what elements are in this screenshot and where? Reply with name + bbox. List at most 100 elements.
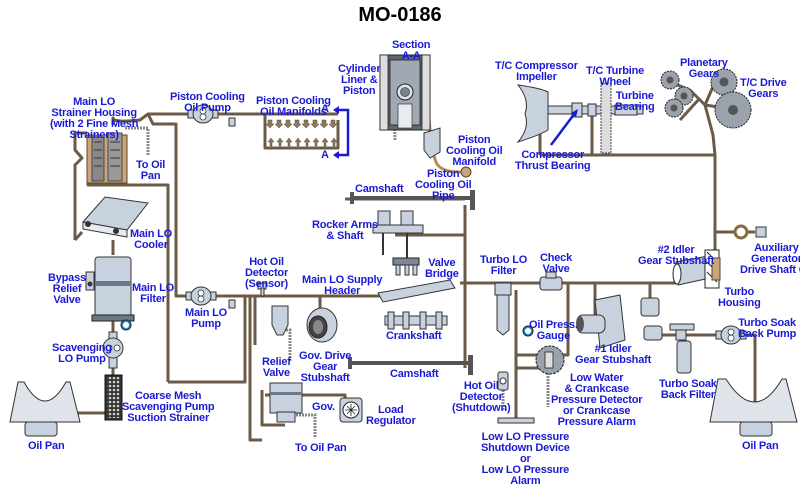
- oil-pan-left: [9, 381, 81, 437]
- low-lo-pressure-shutdown-device: [497, 417, 535, 424]
- label-low-lo-pressure-shutdown: Low LO Pressure Shutdown Device or Low L…: [481, 431, 570, 487]
- drain-relief-valve: [286, 328, 292, 362]
- label-piston-cooling-oil-pipe: Piston Cooling Oil Pipe: [415, 168, 472, 202]
- tc-compressor-impeller: [516, 84, 549, 144]
- label-piston-cooling-oil-manifold: Piston Cooling Oil Manifold: [446, 134, 503, 168]
- label-idler-2-gear-stubshaft: #2 Idler Gear Stubshaft: [638, 244, 715, 267]
- bypass-relief-valve: [85, 271, 95, 291]
- label-crankshaft: Crankshaft: [386, 330, 442, 342]
- label-turbo-housing: Turbo Housing: [718, 286, 761, 309]
- cylinder-liner-piston-section: [379, 54, 431, 131]
- turbo-lo-filter: [494, 282, 512, 336]
- label-compressor-thrust-bearing: Compressor Thrust Bearing: [515, 149, 591, 172]
- label-to-oil-pan-strainer: To Oil Pan: [136, 159, 166, 182]
- label-piston-cooling-oil-manifolds: Piston Cooling Oil Manifolds: [256, 95, 331, 118]
- main-lo-pump: [185, 286, 217, 306]
- pipe-header-to-turbo: [460, 274, 701, 285]
- diagram-title: MO-0186: [358, 4, 442, 26]
- load-regulator: [339, 397, 363, 423]
- tc-turbine-wheel: [600, 82, 612, 154]
- label-governor: Gov.: [312, 401, 335, 413]
- label-main-lo-strainer-housing: Main LO Strainer Housing (with 2 Fine Me…: [50, 96, 139, 141]
- oil-pan-right: [709, 378, 798, 437]
- label-low-water-crankcase-detector: Low Water & Crankcase Pressure Detector …: [551, 372, 643, 428]
- idler-1-gear-stubshaft: [576, 294, 626, 349]
- pc-pump-relief: [228, 117, 236, 127]
- label-piston-cooling-oil-pump: Piston Cooling Oil Pump: [170, 91, 245, 114]
- label-main-lo-filter: Main LO Filter: [132, 282, 174, 305]
- label-oil-press-gauge: Oil Press. Gauge: [529, 319, 578, 342]
- lube-oil-system-diagram: [9, 54, 798, 442]
- label-turbine-bearing: Turbine Bearing: [615, 90, 655, 113]
- valve-bridge: [392, 257, 420, 276]
- camshaft-bottom: [348, 355, 473, 375]
- label-turbo-soak-back-pump: Turbo Soak Back Pump: [738, 317, 797, 340]
- label-cylinder-liner-piston: Cylinder Liner & Piston: [338, 63, 381, 97]
- label-hot-oil-detector-sensor: Hot Oil Detector (Sensor): [245, 256, 289, 290]
- pipe-left-loop: [73, 131, 87, 240]
- turbo-line-valves: [640, 297, 663, 341]
- turbo-soak-back-filter: [669, 323, 695, 374]
- crankshaft: [384, 311, 448, 330]
- turbo-housing: [704, 249, 721, 289]
- label-scavenging-lo-pump: Scavenging LO Pump: [52, 342, 112, 365]
- camshaft-top: [350, 190, 475, 210]
- label-coarse-mesh-strainer: Coarse Mesh Scavenging Pump Suction Stra…: [122, 390, 215, 424]
- compressor-thrust-bearing-pointer: [550, 112, 576, 146]
- label-section-marker-a-top: A: [321, 103, 329, 115]
- coarse-mesh-strainer: [104, 374, 123, 421]
- idler-2-gear-stubshaft: [672, 255, 711, 286]
- hot-oil-detector-sensor: [257, 282, 267, 297]
- piston-cooling-oil-manifold: [423, 127, 472, 178]
- label-load-regulator: Load Regulator: [366, 404, 416, 427]
- turbo-soak-back-pump: [715, 325, 747, 345]
- hot-oil-detector-shutdown: [497, 371, 509, 391]
- label-valve-bridge: Valve Bridge: [425, 257, 459, 280]
- piston-cooling-oil-pump: [187, 104, 219, 124]
- low-water-crankcase-detector: [535, 345, 565, 375]
- label-idler-1-gear-stubshaft: #1 Idler Gear Stubshaft: [575, 343, 652, 366]
- label-tc-compressor-impeller: T/C Compressor Impeller: [495, 60, 578, 83]
- piston-cooling-nozzles: [265, 119, 338, 147]
- main-lo-cooler: [82, 196, 149, 238]
- label-turbo-lo-filter: Turbo LO Filter: [480, 254, 528, 277]
- label-camshaft-bottom: Camshaft: [390, 368, 439, 380]
- relief-valve: [271, 305, 289, 336]
- governor: [269, 382, 303, 423]
- rocker-arms-shaft: [372, 210, 424, 258]
- label-hot-oil-detector-shutdown: Hot Oil Detector (Shutdown): [452, 380, 511, 414]
- label-main-lo-cooler: Main LO Cooler: [130, 228, 172, 251]
- label-rocker-arms-shaft: Rocker Arms & Shaft: [312, 219, 378, 242]
- scavenging-lo-pump: [102, 331, 124, 369]
- gov-drive-gear-stubshaft: [306, 307, 338, 343]
- label-section-aa: Section A-A: [392, 39, 431, 62]
- main-pump-relief: [228, 299, 236, 309]
- tc-drive-gears: [710, 68, 752, 129]
- drain-strainer-to-oil-pan: [125, 126, 150, 155]
- main-lo-strainer-housing: [86, 132, 128, 184]
- label-relief-valve: Relief Valve: [262, 356, 291, 379]
- label-main-lo-pump: Main LO Pump: [185, 307, 227, 330]
- drain-governor: [293, 413, 317, 438]
- check-valve: [539, 271, 563, 291]
- auxiliary-generator-drive-shaft-oil: [733, 224, 767, 240]
- pipe-strainer-to-pc-pump: [111, 112, 200, 125]
- main-lo-filter: [91, 256, 135, 322]
- label-tc-turbine-wheel: T/C Turbine Wheel: [586, 65, 645, 88]
- label-section-marker-a-bottom: A: [321, 149, 329, 161]
- main-lo-supply-header: [377, 279, 456, 303]
- label-bypass-relief-valve: Bypass Relief Valve: [48, 272, 86, 306]
- section-aa-indicator: [333, 106, 350, 159]
- label-camshaft-top: Camshaft: [355, 183, 404, 195]
- label-oil-pan-right: Oil Pan: [742, 440, 779, 452]
- label-turbo-soak-back-filter: Turbo Soak Back Filter: [659, 378, 717, 401]
- oil-press-gauge: [522, 325, 534, 337]
- label-auxiliary-generator-drive-shaft-oil: Auxiliary Generator Drive Shaft Oil: [740, 242, 800, 276]
- label-gov-drive-gear-stubshaft: Gov. Drive Gear Stubshaft: [299, 350, 352, 384]
- oil-pressure-indicator-left: [120, 319, 132, 331]
- label-planetary-gears: Planetary Gears: [680, 57, 728, 80]
- label-main-lo-supply-header: Main LO Supply Header: [302, 274, 383, 297]
- label-tc-drive-gears: T/C Drive Gears: [740, 77, 787, 100]
- label-check-valve: Check Valve: [540, 252, 573, 275]
- planetary-gears: [660, 70, 694, 118]
